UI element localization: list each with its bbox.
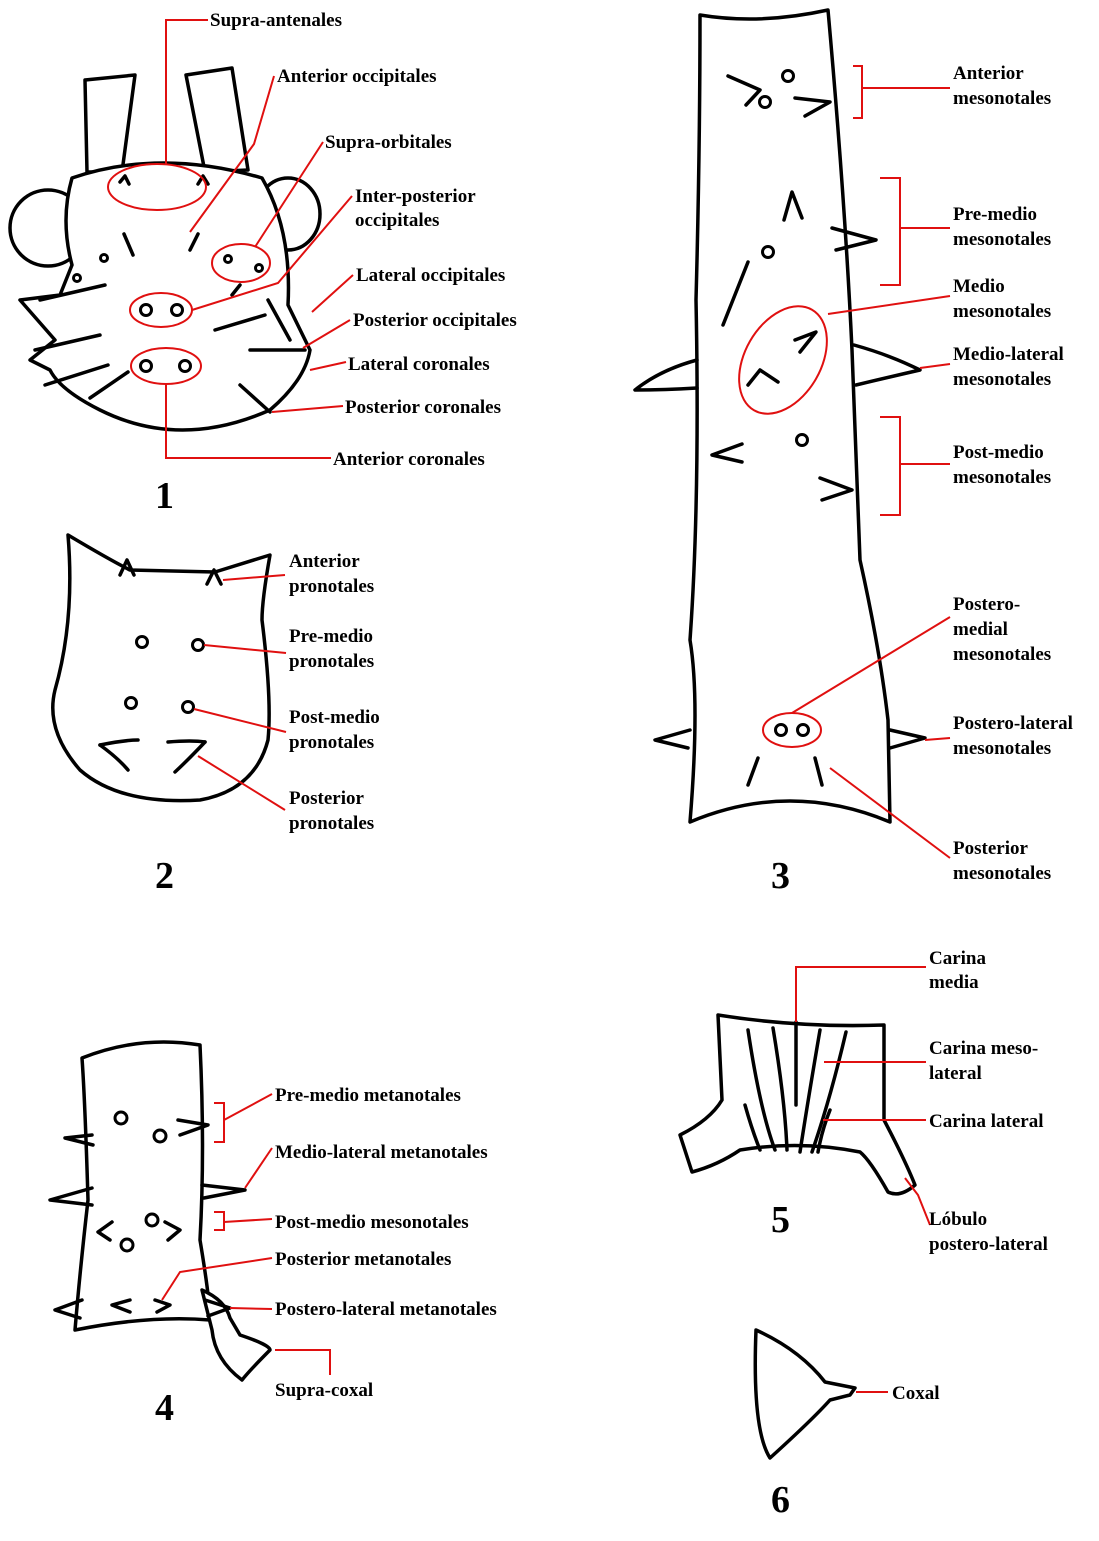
label-post-medio-mesonotales-1: Post-medio xyxy=(953,442,1044,463)
label-inter-posterior-line1: Inter-posterior xyxy=(355,186,476,207)
label-postero-lateral-mesonotales-2: mesonotales xyxy=(953,738,1051,759)
label-carina-lateral: Carina lateral xyxy=(929,1111,1044,1132)
label-anterior-occipitales: Anterior occipitales xyxy=(277,66,437,87)
label-anterior-coronales: Anterior coronales xyxy=(333,449,485,470)
label-lateral-coronales: Lateral coronales xyxy=(348,354,490,375)
label-postero-lateral-metanotales: Postero-lateral metanotales xyxy=(275,1299,497,1320)
label-lobulo-postero-lateral-1: Lóbulo xyxy=(929,1209,987,1230)
label-pre-medio-mesonotales-2: mesonotales xyxy=(953,229,1051,250)
figure-number-6: 6 xyxy=(771,1479,790,1521)
figure-5-propodeum xyxy=(680,967,930,1225)
label-pre-medio-pronotales-1: Pre-medio xyxy=(289,626,373,647)
label-anterior-mesonotales-1: Anterior xyxy=(953,63,1024,84)
label-carina-media-1: Carina xyxy=(929,948,987,969)
label-medio-mesonotales-2: mesonotales xyxy=(953,301,1051,322)
label-postero-medial-mesonotales-3: mesonotales xyxy=(953,644,1051,665)
label-post-medio-mesonotales-2: mesonotales xyxy=(953,467,1051,488)
label-postero-lateral-mesonotales-1: Postero-lateral xyxy=(953,713,1073,734)
label-postero-medial-mesonotales-2: medial xyxy=(953,619,1008,640)
label-anterior-pronotales-1: Anterior xyxy=(289,551,360,572)
figure-number-4: 4 xyxy=(155,1387,174,1429)
label-postero-medial-mesonotales-1: Postero- xyxy=(953,594,1020,615)
label-posterior-mesonotales-1: Posterior xyxy=(953,838,1028,859)
label-carina-media-2: media xyxy=(929,972,979,993)
label-posterior-pronotales-2: pronotales xyxy=(289,813,374,834)
label-anterior-mesonotales-2: mesonotales xyxy=(953,88,1051,109)
label-supra-orbitales: Supra-orbitales xyxy=(325,132,452,153)
label-pre-medio-pronotales-2: pronotales xyxy=(289,651,374,672)
label-medio-lateral-mesonotales-2: mesonotales xyxy=(953,369,1051,390)
figure-number-3: 3 xyxy=(771,855,790,897)
label-posterior-pronotales-1: Posterior xyxy=(289,788,364,809)
figure-6-coxa xyxy=(755,1330,888,1458)
label-posterior-coronales: Posterior coronales xyxy=(345,397,501,418)
figure-number-5: 5 xyxy=(771,1199,790,1241)
figure-number-1: 1 xyxy=(155,475,174,517)
label-pre-medio-mesonotales-1: Pre-medio xyxy=(953,204,1037,225)
label-carina-meso-lateral-1: Carina meso- xyxy=(929,1038,1038,1059)
label-coxal: Coxal xyxy=(892,1383,940,1404)
figure-3-mesonotum xyxy=(635,10,950,858)
label-supra-antenales: Supra-antenales xyxy=(210,10,342,31)
label-post-medio-mesonotales-fig4: Post-medio mesonotales xyxy=(275,1212,469,1233)
label-posterior-mesonotales-2: mesonotales xyxy=(953,863,1051,884)
label-pre-medio-metanotales: Pre-medio metanotales xyxy=(275,1085,461,1106)
label-post-medio-pronotales-2: pronotales xyxy=(289,732,374,753)
label-anterior-pronotales-2: pronotales xyxy=(289,576,374,597)
label-lateral-occipitales: Lateral occipitales xyxy=(356,265,505,286)
label-inter-posterior-line2: occipitales xyxy=(355,210,439,231)
figure-number-2: 2 xyxy=(155,855,174,897)
label-carina-meso-lateral-2: lateral xyxy=(929,1063,982,1084)
label-post-medio-pronotales-1: Post-medio xyxy=(289,707,380,728)
label-supra-coxal: Supra-coxal xyxy=(275,1380,373,1401)
figure-2-pronotum xyxy=(53,535,286,810)
label-posterior-metanotales: Posterior metanotales xyxy=(275,1249,451,1270)
label-lobulo-postero-lateral-2: postero-lateral xyxy=(929,1234,1048,1255)
label-medio-mesonotales-1: Medio xyxy=(953,276,1005,297)
label-posterior-occipitales: Posterior occipitales xyxy=(353,310,517,331)
label-medio-lateral-mesonotales-1: Medio-lateral xyxy=(953,344,1064,365)
label-medio-lateral-metanotales: Medio-lateral metanotales xyxy=(275,1142,488,1163)
